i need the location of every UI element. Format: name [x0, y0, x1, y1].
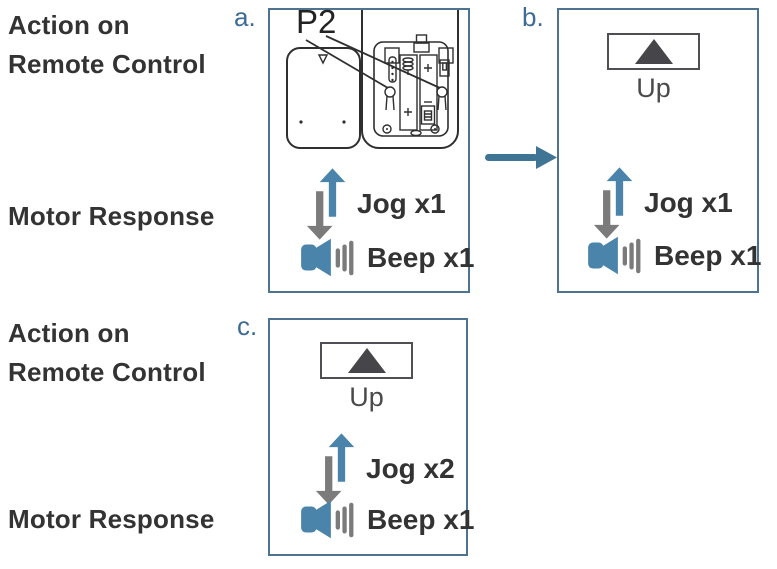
beep-label: Beep x1: [654, 240, 762, 271]
remote-control-back-drawing: [286, 10, 459, 149]
beep-response-row: Beep x1: [298, 496, 474, 544]
p2-pointer-line: [325, 35, 441, 89]
action-label-line1: Action on: [8, 10, 130, 40]
jog-response-row: Jog x1: [593, 166, 733, 240]
motor-response-label-bottom: Motor Response: [8, 504, 215, 534]
action-label-line1: Action on: [8, 318, 130, 348]
beep-response-row: Beep x1: [585, 232, 761, 280]
beep-response-row: Beep x1: [298, 234, 474, 282]
speaker-beep-icon: [301, 238, 354, 277]
action-on-remote-label-bottom: Action on Remote Control: [8, 314, 206, 392]
plus-mark: [424, 64, 432, 72]
cover-triangle-mark: [317, 54, 329, 65]
p2-contact-left: [384, 86, 396, 98]
jog-label: Jog x1: [357, 188, 446, 219]
jog-response-row: Jog x2: [315, 432, 455, 506]
jog-label: Jog x1: [644, 187, 733, 218]
motor-response-label-top: Motor Response: [8, 201, 215, 231]
up-button-label: Up: [349, 382, 384, 412]
p2-contact-right: [436, 86, 448, 98]
step-c-tag: c.: [237, 311, 258, 341]
action-label-line2: Remote Control: [8, 357, 206, 387]
up-button: [320, 342, 413, 379]
speaker-beep-icon: [588, 236, 641, 275]
speaker-beep-icon: [301, 500, 354, 539]
jog-up-down-arrows-icon: [306, 168, 346, 240]
up-triangle-icon: [347, 348, 386, 373]
p2-pointer-line: [305, 39, 389, 89]
p2-button-label: P2: [296, 3, 337, 40]
panel-c: Up Jog x2 Beep x1: [268, 318, 474, 556]
jog-response-row: Jog x1: [306, 167, 446, 241]
plus-mark: [404, 108, 412, 116]
jog-up-down-arrows-icon: [593, 167, 633, 239]
step-b-tag: b.: [522, 2, 544, 32]
next-step-arrow-icon: [485, 146, 557, 169]
jog-up-down-arrows-icon: [315, 433, 355, 505]
action-label-line2: Remote Control: [8, 49, 206, 79]
action-on-remote-label-top: Action on Remote Control: [8, 6, 206, 84]
panel-b: Up Jog x1 Beep x1: [557, 8, 761, 293]
up-button: [607, 33, 700, 70]
jog-label: Jog x2: [366, 453, 455, 484]
up-button-label: Up: [636, 73, 671, 103]
beep-label: Beep x1: [367, 504, 475, 535]
panel-a: P2 Jog x1 Beep x1: [268, 3, 474, 293]
beep-label: Beep x1: [367, 242, 475, 273]
step-a-tag: a.: [234, 2, 256, 32]
up-triangle-icon: [634, 39, 673, 64]
